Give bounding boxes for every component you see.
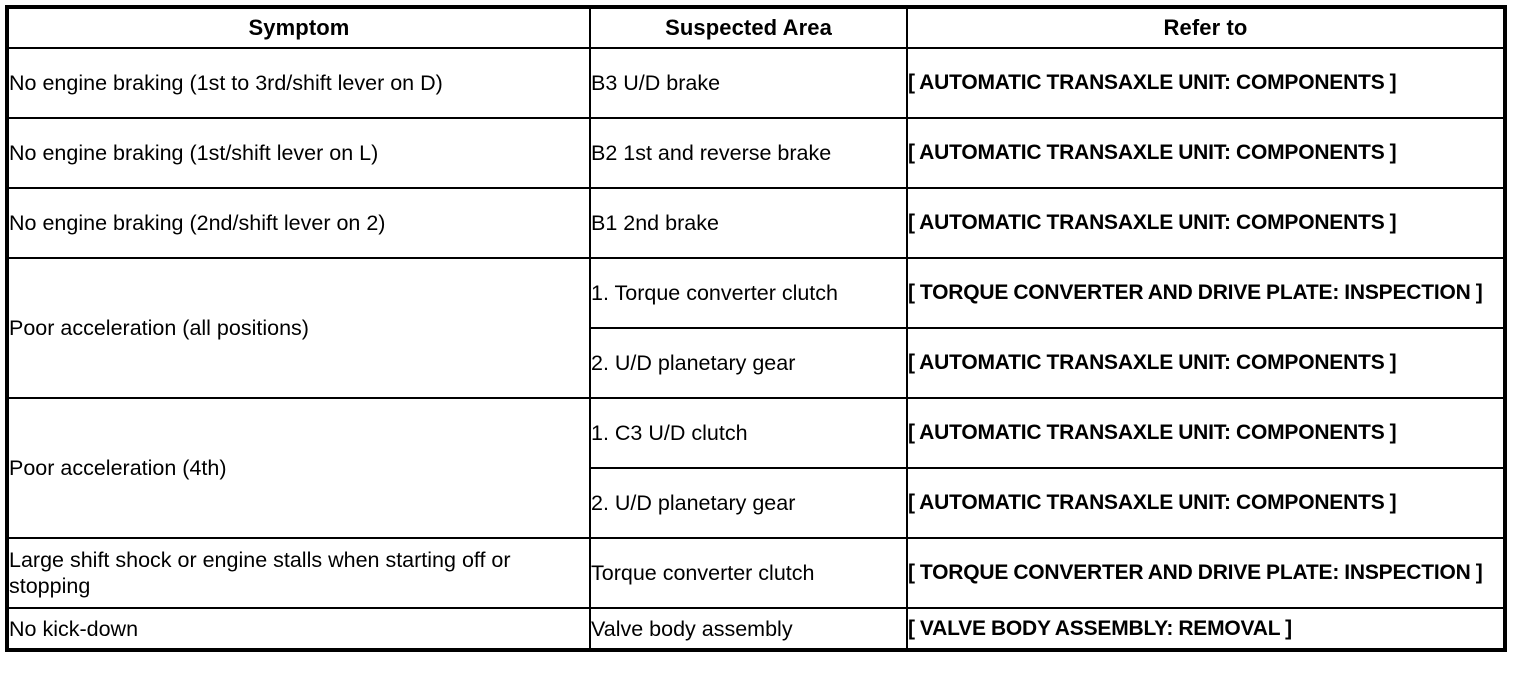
cell-symptom-merged: Poor acceleration (all positions)	[6, 257, 591, 399]
refer-link-text: [ TORQUE CONVERTER AND DRIVE PLATE: INSP…	[908, 281, 1483, 304]
column-header-symptom: Symptom	[6, 6, 591, 49]
table-row: 2. U/D planetary gear [ AUTOMATIC TRANSA…	[7, 327, 1506, 399]
cell-suspected-area: 1. Torque converter clutch	[589, 257, 908, 329]
cell-suspected-area: B3 U/D brake	[589, 47, 908, 119]
cell-symptom-merged: Poor acceleration (4th)	[6, 397, 591, 539]
cell-symptom: No engine braking (2nd/shift lever on 2)	[6, 187, 591, 259]
table-row: No engine braking (1st/shift lever on L)…	[6, 117, 1506, 189]
cell-refer-to[interactable]: [ AUTOMATIC TRANSAXLE UNIT: COMPONENTS ]	[906, 187, 1506, 259]
cell-symptom: No engine braking (1st/shift lever on L)	[6, 117, 591, 189]
refer-link-text: [ AUTOMATIC TRANSAXLE UNIT: COMPONENTS ]	[908, 491, 1397, 514]
cell-suspected-area: B2 1st and reverse brake	[589, 117, 908, 189]
cell-suspected-area: B1 2nd brake	[589, 187, 908, 259]
cell-suspected-area: Torque converter clutch	[589, 537, 908, 609]
table-header-row: Symptom Suspected Area Refer to	[6, 6, 1506, 49]
cell-refer-to[interactable]: [ AUTOMATIC TRANSAXLE UNIT: COMPONENTS ]	[906, 47, 1506, 119]
cell-refer-to[interactable]: [ AUTOMATIC TRANSAXLE UNIT: COMPONENTS ]	[906, 327, 1506, 399]
table-body: No engine braking (1st to 3rd/shift leve…	[6, 47, 1506, 651]
table-row: No engine braking (1st to 3rd/shift leve…	[6, 47, 1506, 119]
cell-refer-to[interactable]: [ AUTOMATIC TRANSAXLE UNIT: COMPONENTS ]	[906, 397, 1506, 469]
refer-link-text: [ AUTOMATIC TRANSAXLE UNIT: COMPONENTS ]	[908, 71, 1397, 94]
cell-suspected-area: 1. C3 U/D clutch	[589, 397, 908, 469]
refer-link-text: [ TORQUE CONVERTER AND DRIVE PLATE: INSP…	[908, 561, 1483, 584]
cell-refer-to[interactable]: [ TORQUE CONVERTER AND DRIVE PLATE: INSP…	[906, 257, 1506, 329]
cell-refer-to[interactable]: [ AUTOMATIC TRANSAXLE UNIT: COMPONENTS ]	[906, 467, 1506, 539]
cell-suspected-area: 2. U/D planetary gear	[589, 327, 908, 399]
table-row: Large shift shock or engine stalls when …	[6, 537, 1506, 609]
cell-refer-to[interactable]: [ AUTOMATIC TRANSAXLE UNIT: COMPONENTS ]	[906, 117, 1506, 189]
cell-suspected-area: Valve body assembly	[589, 607, 908, 651]
cell-symptom: No engine braking (1st to 3rd/shift leve…	[6, 47, 591, 119]
cell-symptom: No kick-down	[6, 607, 591, 651]
table-row: No kick-down Valve body assembly [ VALVE…	[6, 607, 1506, 651]
table-row: Poor acceleration (all positions) 1. Tor…	[6, 257, 1506, 399]
table-row: 2. U/D planetary gear [ AUTOMATIC TRANSA…	[7, 467, 1506, 539]
refer-link-text: [ AUTOMATIC TRANSAXLE UNIT: COMPONENTS ]	[908, 351, 1397, 374]
refer-link-text: [ AUTOMATIC TRANSAXLE UNIT: COMPONENTS ]	[908, 211, 1397, 234]
cell-symptom: Large shift shock or engine stalls when …	[6, 537, 591, 609]
cell-refer-to[interactable]: [ TORQUE CONVERTER AND DRIVE PLATE: INSP…	[906, 537, 1506, 609]
cell-suspected-area: 2. U/D planetary gear	[589, 467, 908, 539]
symptom-troubleshooting-table: Symptom Suspected Area Refer to No engin…	[5, 5, 1507, 652]
table-row: Poor acceleration (4th) 1. C3 U/D clutch…	[6, 397, 1506, 539]
column-header-suspected-area: Suspected Area	[589, 6, 908, 49]
table-row: No engine braking (2nd/shift lever on 2)…	[6, 187, 1506, 259]
cell-refer-to[interactable]: [ VALVE BODY ASSEMBLY: REMOVAL ]	[906, 607, 1506, 651]
refer-link-text: [ AUTOMATIC TRANSAXLE UNIT: COMPONENTS ]	[908, 421, 1397, 444]
refer-link-text: [ AUTOMATIC TRANSAXLE UNIT: COMPONENTS ]	[908, 141, 1397, 164]
column-header-refer-to: Refer to	[906, 6, 1506, 49]
refer-link-text: [ VALVE BODY ASSEMBLY: REMOVAL ]	[908, 616, 1292, 640]
table-header: Symptom Suspected Area Refer to	[6, 6, 1506, 49]
